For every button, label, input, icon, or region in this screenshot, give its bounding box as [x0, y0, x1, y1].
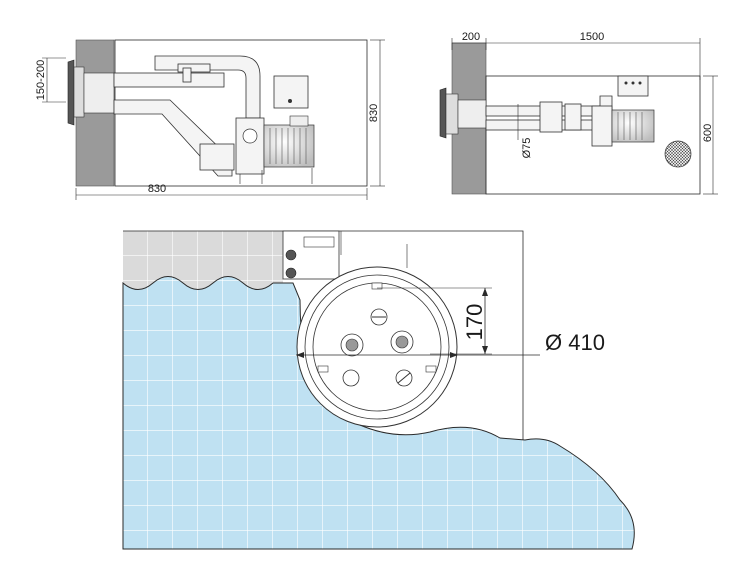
- control-box: [273, 75, 309, 109]
- pipe-diameter-label: Ø75: [521, 138, 533, 159]
- top-length-label: 1500: [580, 31, 604, 43]
- jet-nozzle-right: [390, 330, 414, 354]
- control-box-top: [617, 75, 649, 97]
- side-width-label: 830: [148, 183, 166, 195]
- side-wall-offset-label: 150-200: [35, 60, 47, 100]
- screw-cap-bottom: [395, 369, 413, 387]
- upper-tile-area: [123, 231, 283, 291]
- top-wall-label: 200: [462, 31, 480, 43]
- nozzle-flange: [67, 59, 75, 126]
- jet-nozzle-left: [340, 333, 364, 357]
- air-knob: [342, 369, 360, 387]
- side-height-label: 830: [368, 104, 380, 122]
- side-view-drawing: 150-200 830 830: [35, 39, 385, 200]
- depth-170-label: 170: [462, 304, 487, 341]
- top-view-drawing: 200 1500 600 Ø75: [439, 31, 718, 195]
- screw-cap-top: [370, 308, 388, 326]
- ventilation-grille: [664, 140, 692, 168]
- diameter-410-label: Ø 410: [545, 330, 605, 355]
- detail-view-drawing: 170 Ø 410: [122, 230, 635, 550]
- top-height-label: 600: [702, 124, 714, 142]
- pump-housing: [235, 117, 265, 175]
- pump-motor: [263, 124, 315, 168]
